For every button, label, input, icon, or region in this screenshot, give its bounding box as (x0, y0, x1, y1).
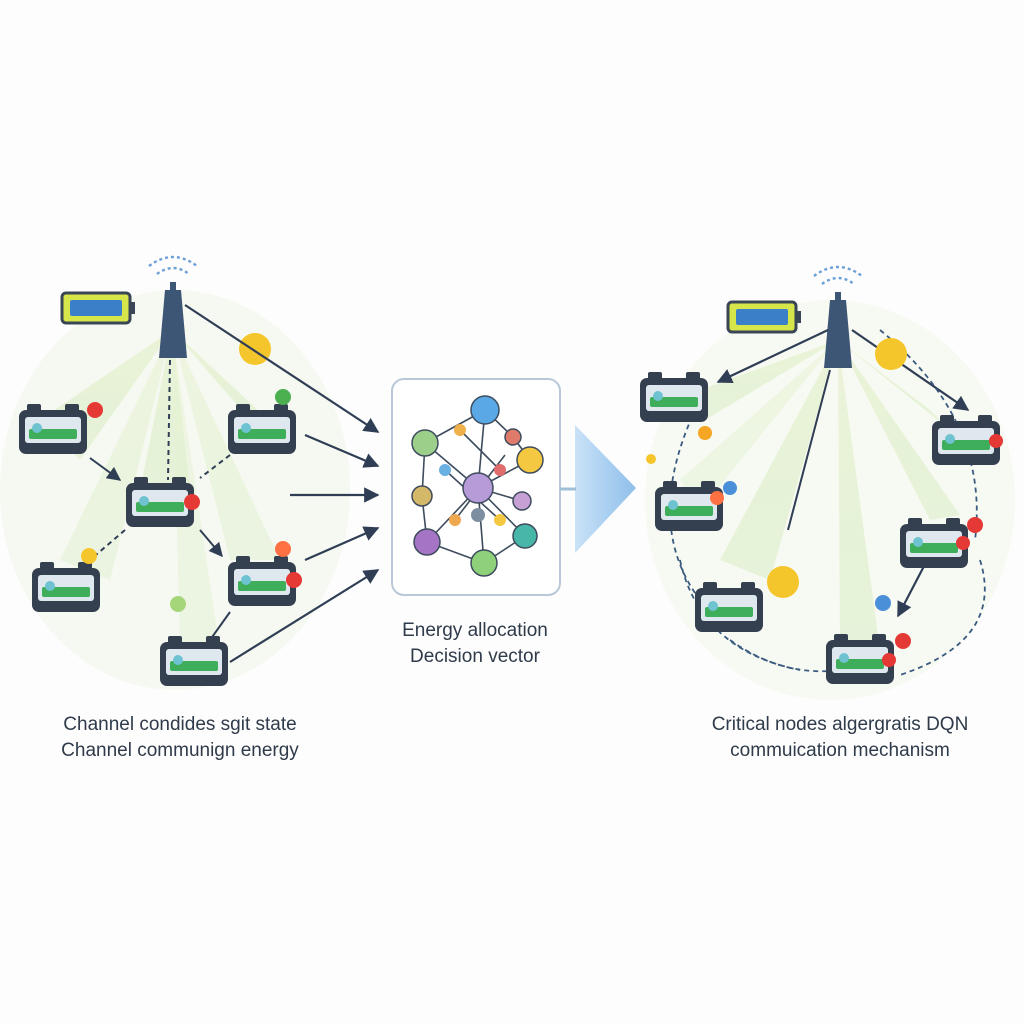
signal-beam (60, 330, 172, 580)
link-line (209, 611, 231, 641)
caption-energy-allocation: Energy allocation Decision vector (360, 618, 590, 670)
network-node (462, 472, 494, 504)
status-dot (275, 389, 291, 405)
forward-arrow-icon (184, 304, 380, 433)
sensor-device-icon (695, 582, 763, 632)
link-line (167, 359, 171, 481)
status-dot (710, 491, 724, 505)
network-node (470, 395, 500, 425)
link-line (199, 454, 231, 479)
decision-network-box (391, 378, 561, 596)
signal-beam (838, 340, 950, 430)
network-node (413, 528, 441, 556)
sensor-device-icon (19, 404, 87, 454)
sensor-device-icon (655, 481, 723, 531)
network-node (449, 514, 461, 526)
status-dot (170, 596, 186, 612)
sensor-device-icon (126, 477, 194, 527)
signal-beam (172, 330, 220, 650)
link-line (669, 399, 701, 601)
caption-channel-state: Channel condides sgit state Channel comm… (20, 712, 340, 764)
energy-dot (239, 333, 271, 365)
link-line (899, 559, 986, 676)
signal-beam (172, 330, 280, 560)
caption-line: Critical nodes algergratis DQN (711, 714, 969, 735)
caption-line: Decision vector (410, 646, 540, 667)
link-arrow (199, 529, 223, 558)
status-dot (723, 481, 737, 495)
network-node (512, 491, 532, 511)
signal-beam (680, 340, 838, 510)
network-node (411, 485, 433, 507)
caption-line: Energy allocation (402, 620, 548, 641)
forward-arrow-icon (229, 569, 380, 663)
network-node (454, 424, 466, 436)
left-network-panel (0, 255, 380, 690)
status-dot (875, 595, 891, 611)
link-arrow (716, 329, 829, 384)
status-dot (698, 426, 712, 440)
forward-arrow-icon (304, 526, 380, 562)
status-dot (286, 572, 302, 588)
energy-dot (875, 338, 907, 370)
status-dot (81, 548, 97, 564)
link-line (679, 559, 801, 671)
status-dot (646, 454, 656, 464)
status-dot (184, 494, 200, 510)
network-node (512, 523, 538, 549)
caption-line: commuication mechanism (730, 740, 950, 761)
status-dot (87, 402, 103, 418)
link-arrow (851, 329, 970, 411)
link-arrow (89, 457, 122, 481)
sensor-device-icon (640, 372, 708, 422)
network-node (494, 514, 506, 526)
network-node (411, 429, 439, 457)
network-node (516, 446, 544, 474)
network-node (504, 428, 522, 446)
energy-dot (767, 566, 799, 598)
status-dot (956, 536, 970, 550)
link-line (787, 369, 831, 531)
status-dot (967, 517, 983, 533)
status-dot (989, 434, 1003, 448)
battery-icon (726, 300, 801, 334)
network-node (470, 549, 498, 577)
signal-beam (838, 340, 960, 520)
sensor-device-icon (228, 404, 296, 454)
status-dot (882, 653, 896, 667)
signal-beam (700, 340, 838, 420)
status-dot (895, 633, 911, 649)
caption-line: Channel communign energy (61, 740, 299, 761)
sensor-device-icon (160, 636, 228, 686)
status-dot (275, 541, 291, 557)
transition-arrow-icon (560, 425, 636, 553)
network-node (494, 464, 506, 476)
forward-arrow-icon (304, 433, 380, 468)
right-network-panel (640, 265, 1015, 700)
caption-critical-nodes: Critical nodes algergratis DQN commuicat… (680, 712, 1000, 764)
caption-line: Channel condides sgit state (63, 714, 297, 735)
battery-icon (60, 291, 135, 325)
sensor-device-icon (228, 556, 296, 606)
network-node (439, 464, 451, 476)
sensor-device-icon (32, 562, 100, 612)
network-node (471, 508, 485, 522)
signal-beam (720, 340, 838, 580)
signal-beam (838, 340, 880, 650)
